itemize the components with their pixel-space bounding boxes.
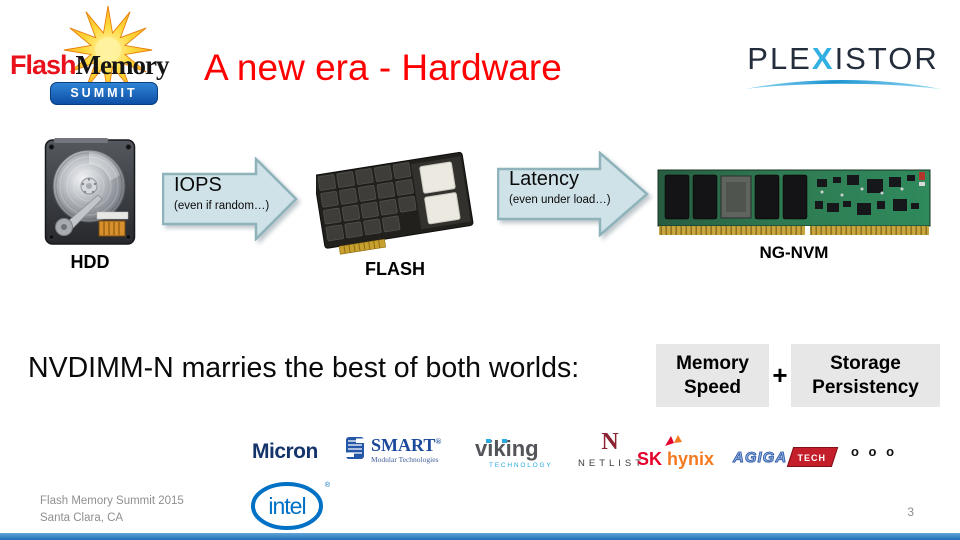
storage-persistency-line2: Persistency: [812, 376, 919, 398]
fms-flash-text: Flash: [10, 50, 77, 80]
viking-name: viking: [475, 436, 539, 461]
plus-sign: +: [772, 360, 788, 390]
viking-accent-bar: [502, 439, 507, 443]
footer-line2: Santa Clara, CA: [40, 511, 124, 524]
ngnvm-label: NG-NVM: [759, 243, 829, 262]
flash-card-image: [316, 151, 474, 255]
agiga-tech-logo: AGIGA TECH: [733, 447, 838, 467]
fms-logo-text: FlashMemory: [10, 50, 170, 80]
intel-swoosh-icon: [251, 482, 323, 530]
more-vendors-ellipsis: o o o: [851, 444, 898, 459]
plexistor-swoosh-icon: [745, 80, 941, 90]
smart-logo: SMART® Modular Technologies: [346, 436, 441, 464]
plexistor-wordmark: PLEXISTOR: [743, 41, 943, 76]
right-arrow-icon: [162, 157, 298, 241]
flash-label: FLASH: [365, 259, 425, 279]
latency-arrow-subtitle: (even under load…): [509, 194, 611, 206]
latency-arrow: Latency (even under load…): [497, 151, 649, 237]
agiga-name: AGIGA: [733, 448, 788, 466]
storage-persistency-line1: Storage: [830, 352, 901, 374]
sk-hynix-butterfly-icon: [665, 435, 682, 446]
plexistor-pre: PLE: [747, 41, 812, 76]
fms-memory-text: Memory: [75, 50, 170, 80]
plexistor-x-glyph: X: [811, 41, 835, 76]
smart-s-icon: [346, 437, 364, 459]
viking-logo: viking TECHNOLOGY: [475, 436, 553, 470]
iops-arrow-title: IOPS: [174, 174, 222, 196]
storage-persistency-box: Storage Persistency: [791, 344, 940, 407]
hdd-label: HDD: [70, 252, 110, 272]
agiga-tech-text: TECH: [797, 453, 827, 463]
footer-text: Flash Memory Summit 2015 Santa Clara, CA: [40, 493, 184, 526]
netlist-name: NETLIST: [578, 458, 646, 469]
ngnvm-dimm-image: [657, 169, 931, 235]
slide-title: A new era - Hardware: [204, 47, 562, 88]
right-arrow-icon: [497, 151, 649, 237]
bottom-accent-bar: [0, 533, 960, 540]
viking-accent-bar: [486, 439, 491, 443]
smart-name: SMART: [371, 435, 436, 455]
memory-speed-line2: Speed: [683, 376, 742, 398]
iops-arrow: IOPS (even if random…): [162, 157, 298, 241]
page-number: 3: [907, 505, 914, 519]
fms-logo: FlashMemory SUMMIT: [8, 4, 198, 108]
smart-reg: ®: [435, 437, 442, 446]
netlist-n-glyph: N: [601, 429, 619, 455]
smart-text: SMART® Modular Technologies: [371, 436, 441, 464]
hdd-image: [44, 138, 136, 245]
intel-reg: ®: [324, 482, 330, 489]
micron-logo: Micron: [252, 440, 318, 463]
viking-subtitle: TECHNOLOGY: [489, 462, 553, 469]
plexistor-post: ISTOR: [834, 41, 939, 76]
plexistor-logo: PLEXISTOR: [743, 41, 943, 92]
smart-subtitle: Modular Technologies: [371, 455, 439, 464]
footer-line1: Flash Memory Summit 2015: [40, 495, 184, 507]
hynix-text: hynix: [667, 449, 715, 469]
fms-summit-banner: SUMMIT: [50, 82, 158, 105]
iops-arrow-subtitle: (even if random…): [174, 200, 270, 212]
agiga-tech-badge: TECH: [786, 447, 838, 467]
sk-text: SK: [637, 449, 663, 469]
latency-arrow-title: Latency: [509, 168, 580, 190]
memory-speed-box: Memory Speed: [656, 344, 769, 407]
sk-hynix-logo: SK hynix: [637, 434, 717, 472]
netlist-logo: N NETLIST: [578, 430, 642, 469]
intel-logo: intel ®: [250, 480, 330, 532]
intel-text: intel: [268, 493, 306, 519]
sk-hynix-text: SK hynix: [637, 449, 714, 470]
memory-speed-line1: Memory: [676, 352, 749, 374]
statement-text: NVDIMM-N marries the best of both worlds…: [28, 352, 580, 384]
